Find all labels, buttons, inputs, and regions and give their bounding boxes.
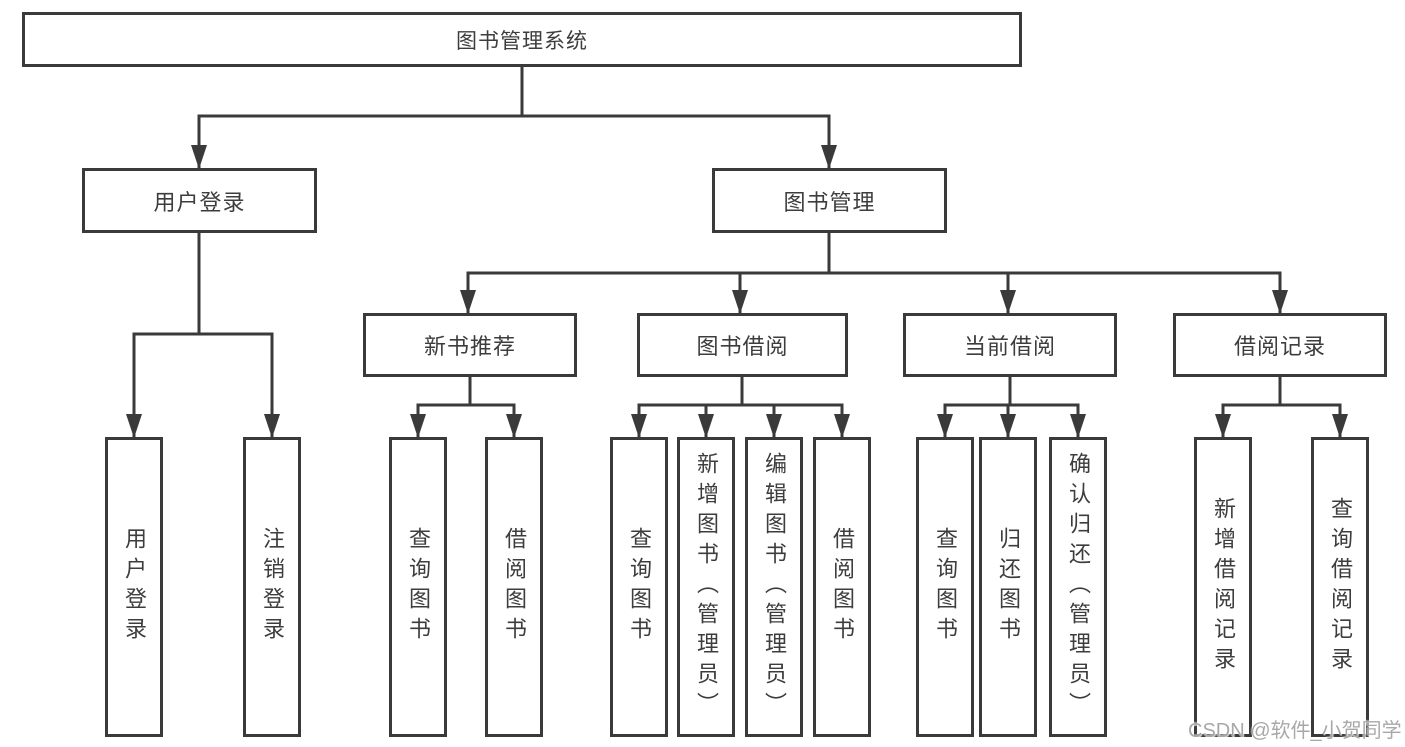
leaf-query-books-borrowing: 查询图书 bbox=[610, 437, 668, 737]
leaf-query-borrow-record: 查询借阅记录 bbox=[1311, 437, 1369, 737]
connector-current-borrow-children bbox=[937, 377, 1086, 438]
leaf-borrow-books-recommend: 借阅图书 bbox=[485, 437, 543, 737]
leaf-label: 查询图书 bbox=[627, 527, 652, 647]
connector-book-borrow-children bbox=[631, 377, 850, 438]
leaf-label: 查询图书 bbox=[933, 527, 958, 647]
node-book-management-branch: 图书管理 bbox=[712, 168, 947, 233]
connector-new-books-children bbox=[410, 377, 522, 438]
leaf-return-books: 归还图书 bbox=[979, 437, 1037, 737]
leaf-label: 查询图书 bbox=[406, 527, 431, 647]
node-label: 用户登录 bbox=[153, 189, 246, 215]
node-new-book-recommendation: 新书推荐 bbox=[363, 313, 577, 377]
node-label: 借阅记录 bbox=[1233, 334, 1326, 359]
node-current-borrowing: 当前借阅 bbox=[903, 313, 1117, 377]
node-label: 图书管理系统 bbox=[456, 29, 588, 53]
leaf-logout: 注销登录 bbox=[243, 437, 301, 737]
node-user-login-branch: 用户登录 bbox=[82, 168, 317, 233]
leaf-label: 借阅图书 bbox=[502, 527, 527, 647]
leaf-add-books-admin: 新增图书（管理员） bbox=[677, 437, 735, 737]
csdn-watermark: CSDN @软件_小贺同学 bbox=[1188, 720, 1402, 742]
leaf-query-books-current: 查询图书 bbox=[916, 437, 974, 737]
connector-user-login-children bbox=[126, 233, 280, 438]
leaf-query-books-recommend: 查询图书 bbox=[389, 437, 447, 737]
node-book-borrowing: 图书借阅 bbox=[637, 313, 848, 377]
leaf-label: 用户登录 bbox=[122, 527, 147, 647]
leaf-label: 借阅图书 bbox=[830, 527, 855, 647]
node-label: 当前借阅 bbox=[963, 334, 1056, 359]
leaf-confirm-return-admin: 确认归还（管理员） bbox=[1049, 437, 1107, 737]
leaf-label: 新增图书（管理员） bbox=[694, 452, 719, 722]
leaf-user-login: 用户登录 bbox=[105, 437, 163, 737]
leaf-label: 新增借阅记录 bbox=[1211, 497, 1236, 677]
node-label: 图书管理 bbox=[783, 189, 876, 215]
connector-root-to-level2 bbox=[191, 67, 837, 169]
leaf-label: 归还图书 bbox=[996, 527, 1021, 647]
leaf-label: 查询借阅记录 bbox=[1328, 497, 1353, 677]
leaf-label: 确认归还（管理员） bbox=[1066, 452, 1091, 722]
connector-book-mgmt-to-level3 bbox=[460, 233, 1288, 314]
leaf-edit-books-admin: 编辑图书（管理员） bbox=[745, 437, 803, 737]
node-borrowing-records: 借阅记录 bbox=[1173, 313, 1387, 377]
node-library-management-system: 图书管理系统 bbox=[22, 12, 1022, 67]
leaf-label: 注销登录 bbox=[260, 527, 285, 647]
leaf-add-borrow-record: 新增借阅记录 bbox=[1194, 437, 1252, 737]
node-label: 图书借阅 bbox=[696, 334, 789, 359]
leaf-label: 编辑图书（管理员） bbox=[762, 452, 787, 722]
connector-borrow-records-children bbox=[1215, 377, 1348, 438]
leaf-borrow-books: 借阅图书 bbox=[813, 437, 871, 737]
node-label: 新书推荐 bbox=[423, 334, 516, 359]
